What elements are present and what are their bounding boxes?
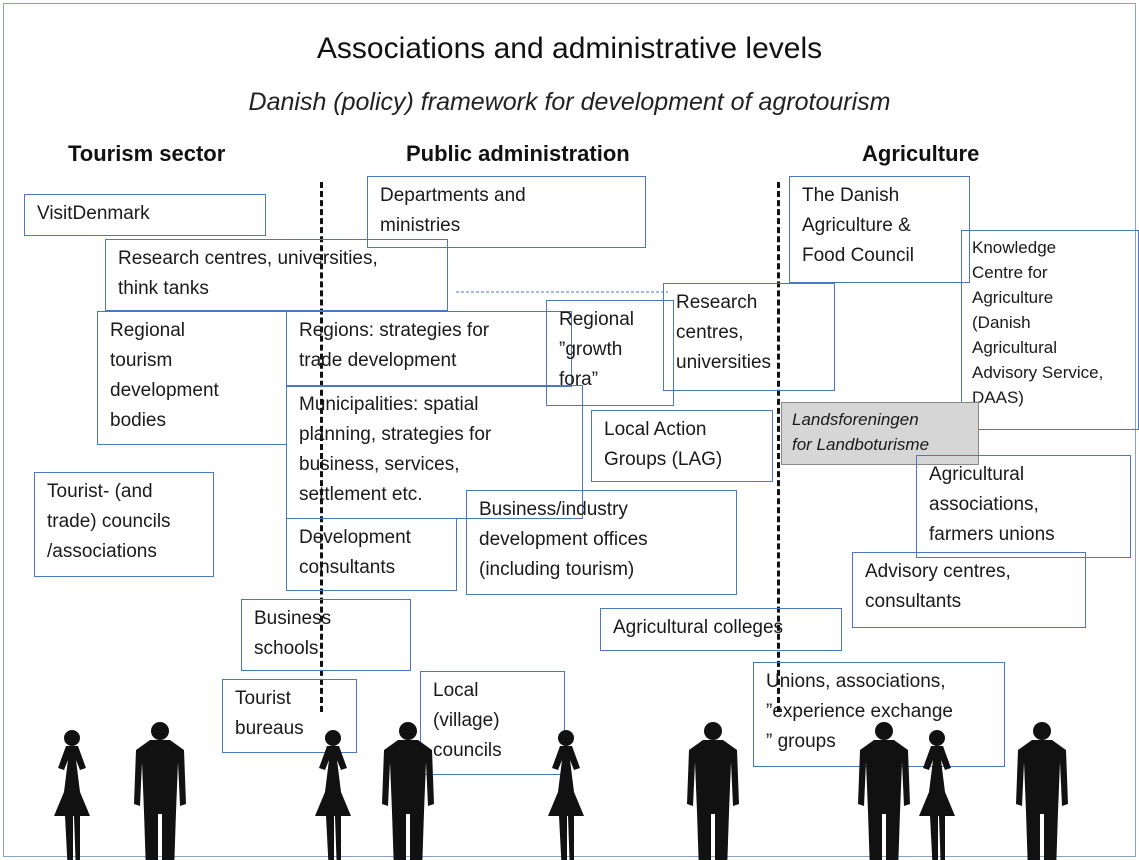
- box-agri-colleges: Agricultural colleges: [600, 608, 842, 651]
- man-silhouette: [858, 722, 910, 860]
- box-landsforeningen: Landsforeningen for Landboturisme: [781, 402, 979, 465]
- box-regional-growth: Regional ”growth fora”: [546, 300, 674, 406]
- man-silhouette: [687, 722, 739, 860]
- man-silhouette: [134, 722, 186, 860]
- box-tourist-councils: Tourist- (and trade) councils /associati…: [34, 472, 214, 577]
- box-local-action: Local Action Groups (LAG): [591, 410, 773, 482]
- box-danish-agri-council: The Danish Agriculture & Food Council: [789, 176, 970, 283]
- woman-silhouette: [548, 730, 584, 860]
- box-advisory-centres: Advisory centres, consultants: [852, 552, 1086, 628]
- box-knowledge-centre: Knowledge Centre for Agriculture (Danish…: [961, 230, 1139, 430]
- man-silhouette: [1016, 722, 1068, 860]
- people-silhouettes: [54, 722, 1068, 860]
- man-silhouette: [382, 722, 434, 860]
- box-unions: Unions, associations, ”experience exchan…: [753, 662, 1005, 767]
- column-header-agriculture: Agriculture: [862, 141, 980, 166]
- box-regions: Regions: strategies for trade developmen…: [286, 311, 572, 387]
- box-tourist-bureaus: Tourist bureaus: [222, 679, 357, 753]
- divider-right: [777, 182, 780, 712]
- woman-silhouette: [54, 730, 90, 860]
- box-development-consultants: Development consultants: [286, 518, 457, 591]
- woman-silhouette: [919, 730, 955, 860]
- box-business-schools: Business schools: [241, 599, 411, 671]
- woman-silhouette: [315, 730, 351, 860]
- slide-subtitle: Danish (policy) framework for developmen…: [248, 88, 891, 116]
- box-municipalities: Municipalities: spatial planning, strate…: [286, 385, 583, 519]
- box-local-councils: Local (village) councils: [420, 671, 565, 775]
- slide-title: Associations and administrative levels: [316, 32, 823, 65]
- box-business-offices: Business/industry development offices (i…: [466, 490, 737, 595]
- box-departments: Departments and ministries: [367, 176, 646, 248]
- box-agri-associations: Agricultural associations, farmers union…: [916, 455, 1131, 558]
- column-header-public: Public administration: [406, 141, 630, 166]
- divider-left: [320, 182, 323, 712]
- column-header-tourism: Tourism sector: [68, 141, 226, 166]
- box-visitdenmark: VisitDenmark: [24, 194, 266, 236]
- box-research-universities: Research centres, universities, think ta…: [105, 239, 448, 311]
- box-research-centres: Research centres, universities: [663, 283, 835, 391]
- box-regional-tourism: Regional tourism development bodies: [97, 311, 287, 445]
